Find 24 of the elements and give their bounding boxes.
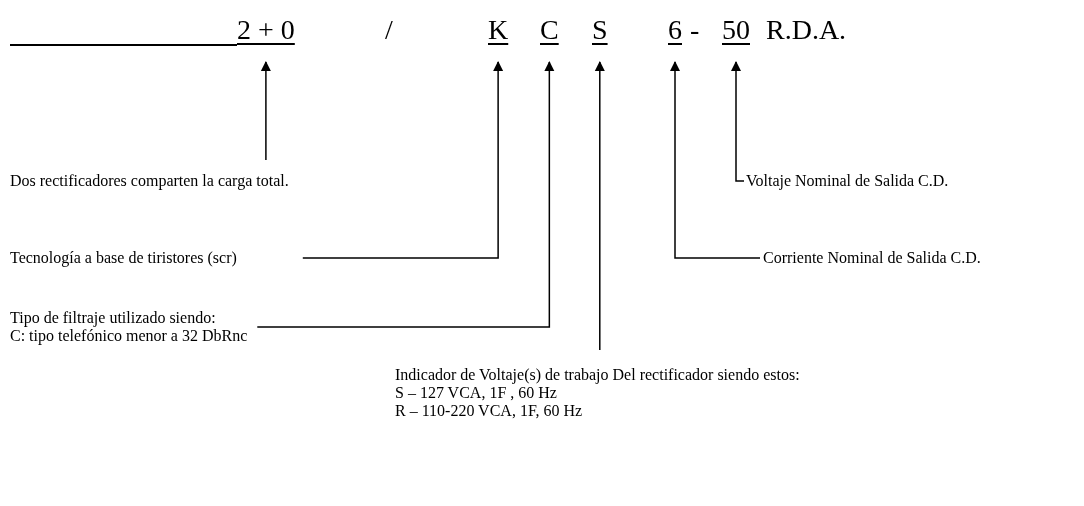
code-symbol: - [690,14,700,46]
description-text: Dos rectificadores comparten la carga total. [10,172,289,190]
code-letter: S [592,14,608,46]
arrow [302,61,504,259]
arrow [594,61,605,351]
description-text: C: tipo telefónico menor a 32 DbRnc [10,327,248,345]
code-symbol: R.D.A. [766,14,847,46]
code-letter: 50 [722,14,750,46]
description-text: R – 110-220 VCA, 1F, 60 Hz [395,402,584,420]
code-letter: C [540,14,559,46]
code-symbol: / [385,14,393,46]
arrow [256,61,555,328]
arrow [670,61,761,259]
description-text: Tipo de filtraje utilizado siendo: [10,309,217,327]
arrow [731,61,745,182]
description-text: S – 127 VCA, 1F , 60 Hz [395,384,558,402]
code-letter: K [488,14,509,46]
description-text: Tecnología a base de tiristores (scr) [10,249,237,267]
arrow [260,61,271,161]
code-letter: 2 + 0 [237,14,295,46]
code-letter: 6 [668,14,682,46]
description-text: Corriente Nominal de Salida C.D. [763,249,981,267]
description-text: Indicador de Voltaje(s) de trabajo Del rectificador siendo estos: [395,366,800,384]
description-text: Voltaje Nominal de Salida C.D. [746,172,949,190]
